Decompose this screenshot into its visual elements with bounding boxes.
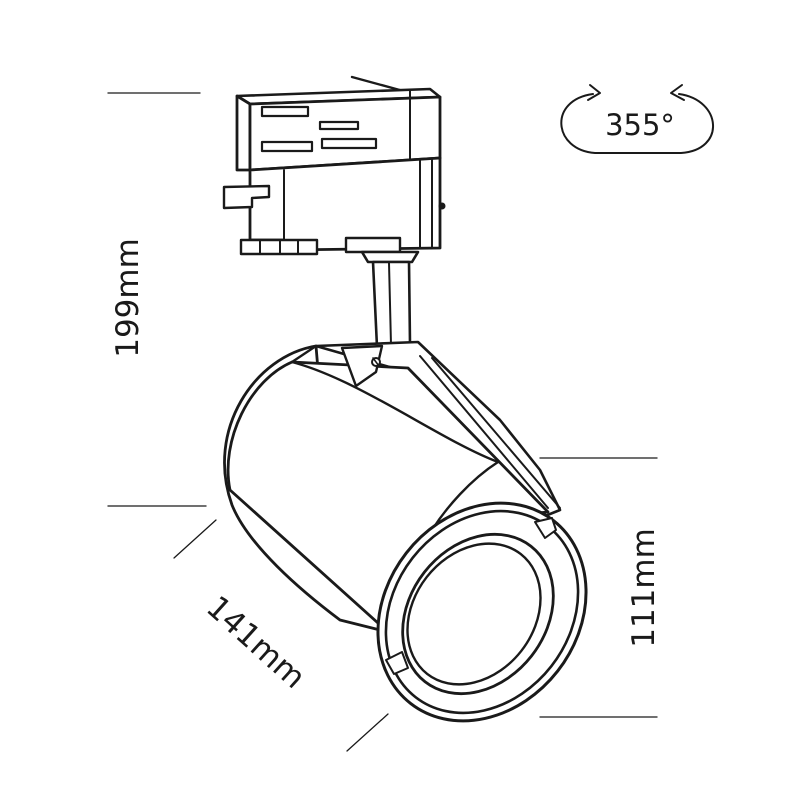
rotation-indicator: 355° [560, 84, 714, 154]
lamp-body-top-edge [290, 344, 318, 364]
length-dimension-label: 141mm [199, 589, 312, 696]
rotation-arrow-right-icon [670, 84, 685, 101]
pivot-screw-slot [372, 357, 380, 367]
track-adapter [222, 75, 446, 256]
lamp-head [223, 340, 588, 723]
dimension-lines [107, 92, 658, 752]
lamp-lens-inner [406, 542, 542, 686]
length-bottom-extension-line [346, 713, 389, 752]
adapter-slot-bottom-left [260, 140, 314, 153]
stem-rod-highlight [388, 262, 392, 346]
rotation-ellipse [560, 93, 714, 154]
lamp-lens-outer [401, 532, 555, 696]
lamp-top-ridge [419, 355, 549, 509]
rotation-angle-label: 355° [605, 108, 675, 142]
bezel-clip-top-icon [534, 517, 557, 539]
lamp-top-ridge-2 [431, 357, 561, 509]
adapter-slot-bottom-right [320, 137, 378, 150]
diameter-dimension-label: 111mm [626, 528, 662, 648]
rotation-arrow-left-icon [587, 84, 601, 101]
adapter-slot-middle [318, 120, 360, 131]
adapter-foot-right [344, 236, 402, 254]
adapter-foot-ribs [259, 239, 299, 255]
height-dimension-label: 199mm [110, 238, 146, 358]
lamp-body-seam [290, 360, 500, 464]
pivot-notch [340, 344, 384, 388]
adapter-slot-top [260, 105, 310, 118]
adapter-left-edge [235, 94, 252, 172]
adapter-side-clip [222, 184, 271, 210]
stem [360, 250, 420, 349]
bezel-clip-bottom-icon [385, 651, 409, 675]
adapter-lower-body [248, 156, 442, 252]
stem-collar [360, 250, 420, 264]
length-top-extension-line [173, 519, 217, 559]
adapter-screw-icon [438, 202, 446, 210]
